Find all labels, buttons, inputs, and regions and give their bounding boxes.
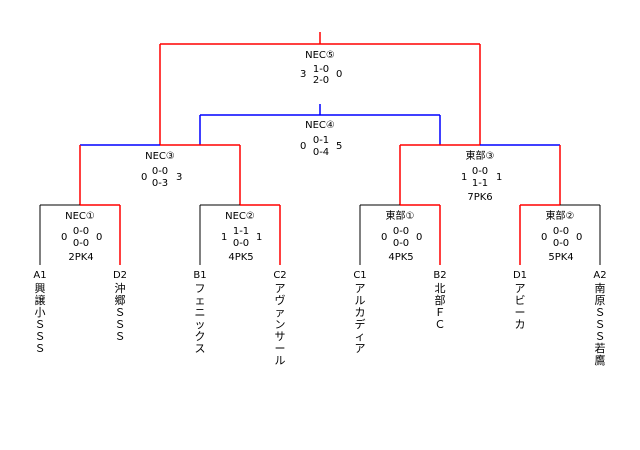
third-second-half: 0-4 <box>312 147 330 158</box>
final-label: NEC⑤ <box>305 50 335 61</box>
team-code: D1 <box>512 270 528 281</box>
r1-m4-pk: 5PK4 <box>548 252 574 263</box>
third-label: NEC④ <box>305 120 335 131</box>
semi-right-label: 東部③ <box>465 151 495 162</box>
r1-m3-second-half: 0-0 <box>392 238 410 249</box>
team-code: A1 <box>33 270 47 281</box>
team-code: C2 <box>273 270 287 281</box>
final-first-half: 1-0 <box>312 64 330 75</box>
semi-right-right-score: 1 <box>496 172 503 183</box>
r1-m1-second-half: 0-0 <box>72 238 90 249</box>
semi-right-left-score: 1 <box>461 172 468 183</box>
team-name: 北部ＦＣ <box>434 282 446 331</box>
team-code: B1 <box>193 270 207 281</box>
semi-left-right-score: 3 <box>176 172 183 183</box>
r1-m2-second-half: 0-0 <box>232 238 250 249</box>
final-left-score: 3 <box>300 69 307 80</box>
r1-m4-left-score: 0 <box>541 232 548 243</box>
r1-m2-pk: 4PK5 <box>228 252 254 263</box>
r1-m3-label: 東部① <box>385 211 415 222</box>
r1-m1-label: NEC① <box>65 211 95 222</box>
team-name: アビーカ <box>514 282 526 331</box>
r1-m2-label: NEC② <box>225 211 255 222</box>
third-right-score: 5 <box>336 141 343 152</box>
semi-left-left-score: 0 <box>141 172 148 183</box>
team-name: 沖郷ＳＳＳ <box>114 282 126 343</box>
team-name: アルカディア <box>354 282 366 355</box>
semi-left-first-half: 0-0 <box>151 166 169 177</box>
r1-m4-second-half: 0-0 <box>552 238 570 249</box>
team-code: D2 <box>112 270 128 281</box>
r1-m3-first-half: 0-0 <box>392 226 410 237</box>
r1-m3-right-score: 0 <box>416 232 423 243</box>
r1-m2-first-half: 1-1 <box>232 226 250 237</box>
r1-m1-first-half: 0-0 <box>72 226 90 237</box>
third-left-score: 0 <box>300 141 307 152</box>
team-code: B2 <box>433 270 447 281</box>
team-name: 興譲小ＳＳＳ <box>34 282 46 355</box>
r1-m1-left-score: 0 <box>61 232 68 243</box>
team-name: アヴァンサール <box>274 282 286 367</box>
r1-m3-left-score: 0 <box>381 232 388 243</box>
semi-left-second-half: 0-3 <box>151 178 169 189</box>
final-right-score: 0 <box>336 69 343 80</box>
semi-right-pk: 7PK6 <box>467 192 493 203</box>
semi-left-label: NEC③ <box>145 151 175 162</box>
team-code: C1 <box>353 270 367 281</box>
team-name: 南原ＳＳＳ若鷹 <box>594 282 606 367</box>
r1-m4-right-score: 0 <box>576 232 583 243</box>
semi-right-first-half: 0-0 <box>471 166 489 177</box>
r1-m3-pk: 4PK5 <box>388 252 414 263</box>
r1-m2-right-score: 1 <box>256 232 263 243</box>
r1-m2-left-score: 1 <box>221 232 228 243</box>
r1-m4-label: 東部② <box>545 211 575 222</box>
semi-right-second-half: 1-1 <box>471 178 489 189</box>
team-code: A2 <box>593 270 607 281</box>
r1-m4-first-half: 0-0 <box>552 226 570 237</box>
r1-m1-right-score: 0 <box>96 232 103 243</box>
team-name: フェニックス <box>194 282 206 355</box>
third-first-half: 0-1 <box>312 135 330 146</box>
r1-m1-pk: 2PK4 <box>68 252 94 263</box>
final-second-half: 2-0 <box>312 75 330 86</box>
